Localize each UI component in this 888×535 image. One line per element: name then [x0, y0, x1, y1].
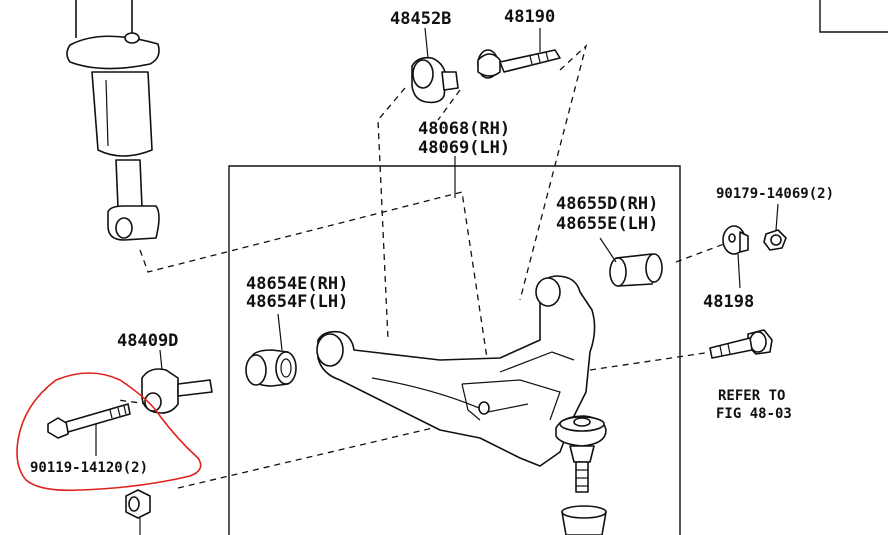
page-corner-frame	[819, 0, 888, 33]
dust-boot	[561, 505, 607, 535]
cam-bolt-48190	[477, 28, 561, 79]
bolt-refer-fig	[709, 329, 773, 359]
label-fig-48-03: FIG 48-03	[716, 406, 792, 422]
nut-bottom-left	[125, 489, 151, 535]
shock-absorber	[66, 0, 160, 241]
assembly-dashed-lines	[117, 44, 741, 489]
cam-plate-48452b	[411, 27, 459, 104]
bolt-90119	[47, 403, 131, 456]
label-48654e: 48654E(RH)	[246, 274, 348, 294]
bushing-48654	[245, 313, 297, 387]
label-refer-to: REFER TO	[718, 388, 785, 404]
label-48409d: 48409D	[117, 331, 178, 351]
label-48654f: 48654F(LH)	[246, 292, 348, 312]
label-48198: 48198	[703, 292, 754, 312]
nut-90179	[763, 203, 787, 251]
label-48452b: 48452B	[390, 9, 451, 29]
bushing-48655	[599, 237, 663, 287]
cam-washer-48198	[722, 225, 749, 289]
red-highlight-circle	[16, 372, 202, 492]
cam-plate-48409d	[141, 349, 213, 414]
label-48655e: 48655E(LH)	[556, 214, 658, 234]
lower-suspension-arm	[316, 275, 607, 493]
label-48190: 48190	[504, 7, 555, 27]
label-90179: 90179-14069(2)	[716, 186, 834, 202]
label-90119: 90119-14120(2)	[30, 460, 148, 476]
label-48069: 48069(LH)	[418, 138, 510, 158]
label-48068: 48068(RH)	[418, 119, 510, 139]
label-48655d: 48655D(RH)	[556, 194, 658, 214]
